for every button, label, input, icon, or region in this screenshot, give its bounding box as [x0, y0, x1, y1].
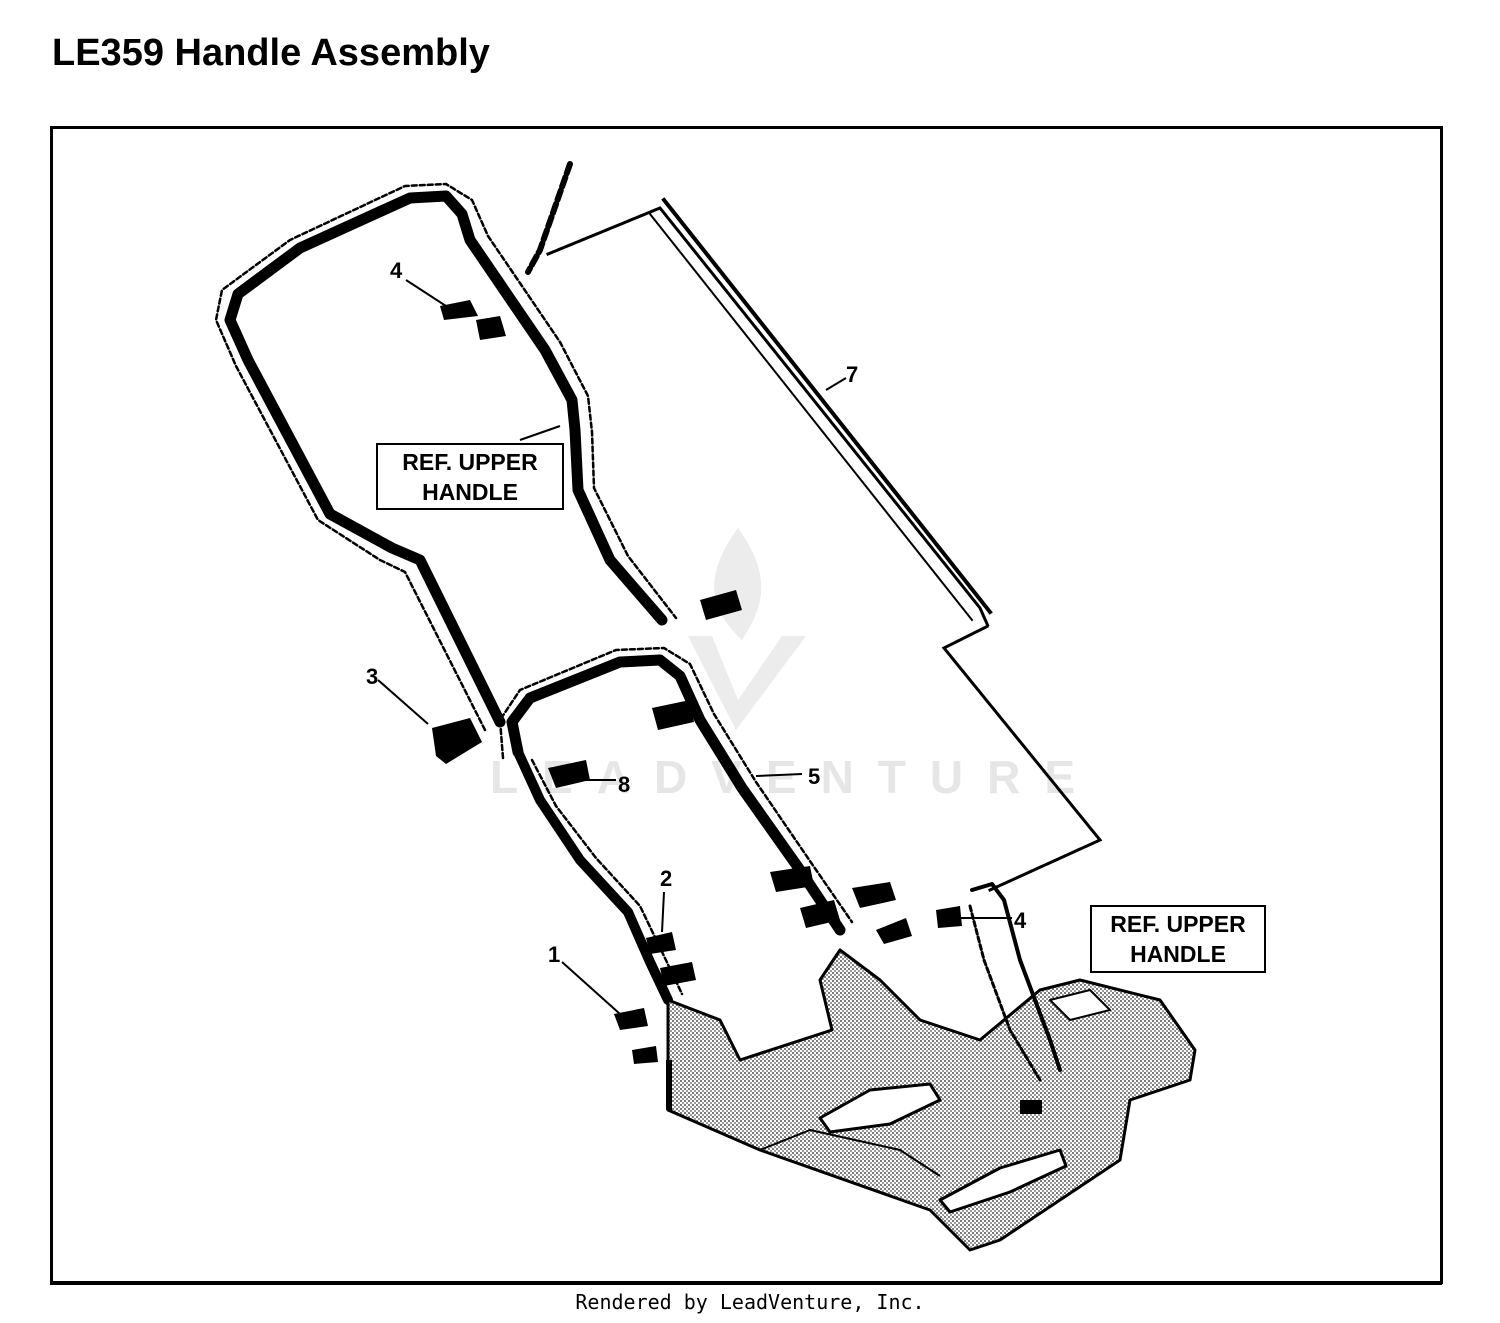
mower-deck: [666, 948, 1197, 1252]
cable: [525, 161, 573, 275]
leader-3: [377, 679, 429, 725]
callout-1: 1: [548, 942, 560, 967]
ref-box-right-line2: HANDLE: [1130, 941, 1226, 967]
callout-8: 8: [618, 772, 630, 797]
callout-4-right: 4: [1014, 908, 1027, 933]
ref-box-left-line2: HANDLE: [422, 479, 518, 505]
lower-handle: [498, 646, 854, 1005]
leader-5: [755, 773, 803, 777]
bag-outline: [546, 197, 1103, 892]
leader-1: [561, 961, 621, 1015]
callout-3: 3: [366, 664, 378, 689]
leader-2: [661, 891, 665, 933]
rendered-by-footer: Rendered by LeadVenture, Inc.: [575, 1290, 925, 1314]
ref-upper-handle-box-left: REF. UPPER HANDLE: [376, 443, 564, 510]
leader-ref-left: [519, 425, 561, 441]
callout-5: 5: [808, 764, 820, 789]
callout-4-top: 4: [390, 258, 403, 283]
leader-7: [825, 377, 847, 391]
watermark-logo: [688, 528, 806, 730]
ref-upper-handle-box-right: REF. UPPER HANDLE: [1090, 905, 1266, 973]
leader-lines: [377, 279, 1012, 1015]
ref-box-right-line1: REF. UPPER: [1110, 911, 1246, 937]
leader-4-top: [405, 279, 447, 307]
hardware-parts: [432, 300, 962, 1064]
callout-7: 7: [846, 362, 858, 387]
right-bracket: [968, 882, 1062, 1082]
callout-2: 2: [660, 866, 672, 891]
page-title: LE359 Handle Assembly: [52, 32, 490, 74]
upper-handle: [214, 182, 678, 732]
ref-box-left-line1: REF. UPPER: [402, 449, 538, 475]
frame-bottom-rule: [50, 1282, 1442, 1285]
